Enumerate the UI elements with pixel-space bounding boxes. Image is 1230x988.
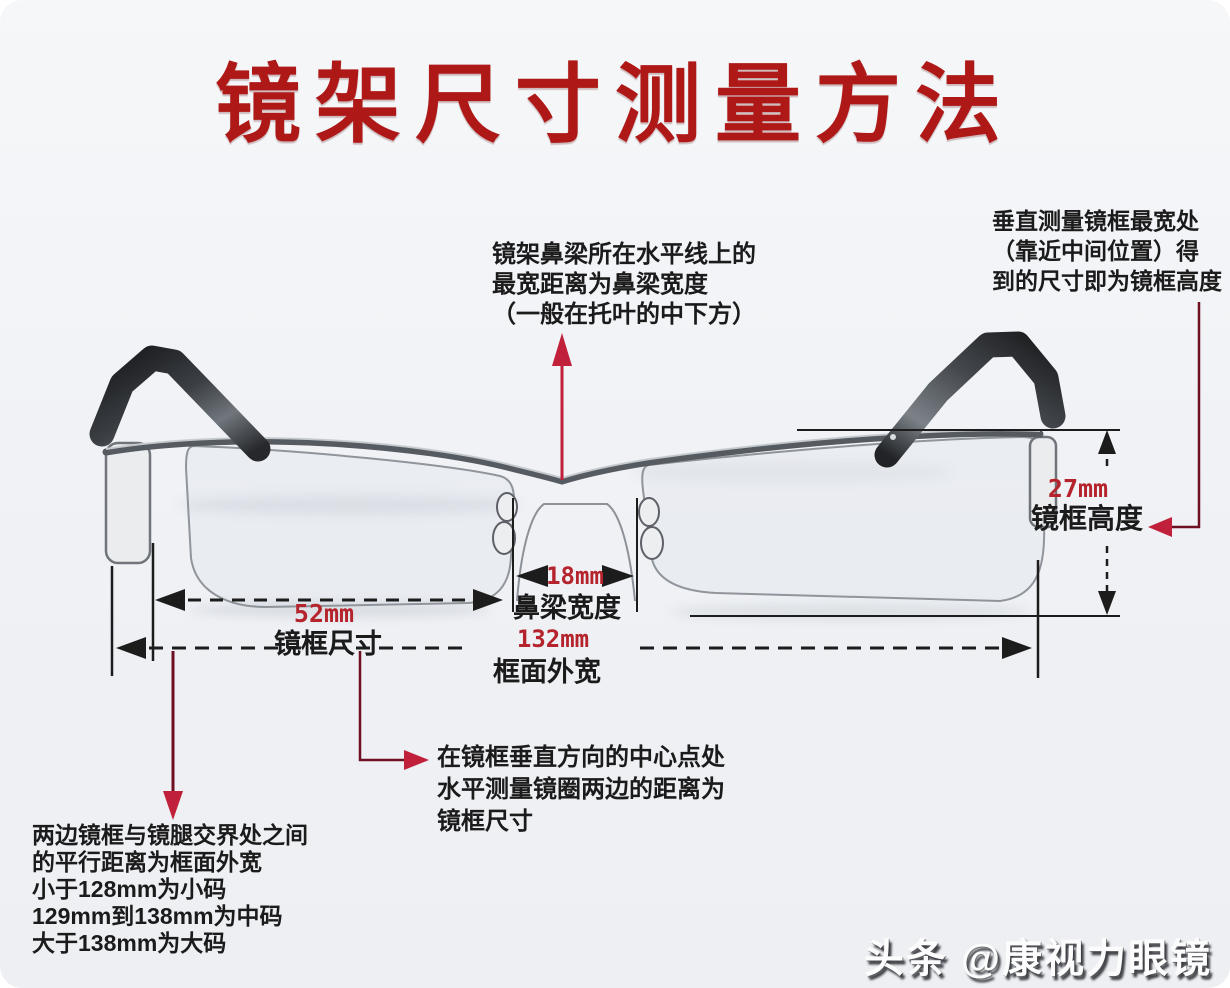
lenses	[184, 435, 1048, 609]
height-arrow-down	[1098, 591, 1116, 615]
bridge-width-label: 鼻梁宽度	[513, 593, 621, 623]
height-callout-line	[1164, 302, 1201, 529]
lens-width-label: 镜框尺寸	[274, 629, 382, 659]
dimension-lines	[110, 429, 1120, 678]
lens-height-label: 镜框高度	[1030, 503, 1144, 534]
temple-arms	[89, 331, 1066, 468]
lens-width-callout-arrow-right	[404, 750, 429, 770]
red-callouts	[163, 302, 1201, 820]
lens-width-callout-line	[358, 651, 406, 762]
lens-width-arrow-right	[473, 589, 503, 611]
nose-bridge-opening	[516, 503, 636, 602]
right-temple	[874, 331, 1066, 468]
watermark: 头条 @康视力眼镜	[863, 937, 1212, 981]
bridge-width-note: 镜架鼻梁所在水平线上的 最宽距离为鼻梁宽度 （一般在托叶的中下方）	[492, 241, 756, 328]
total-width-arrow-left	[116, 637, 146, 659]
lens-width-value: 52mm	[293, 599, 355, 628]
left-end-piece	[104, 441, 152, 565]
frame-height-note: 垂直测量镜框最宽处 （靠近中间位置）得 到的尺寸即为镜框高度	[992, 208, 1222, 294]
lens-width-note: 在镜框垂直方向的中心点处 水平测量镜圈两边的距离为 镜框尺寸	[437, 744, 725, 835]
bridge-width-value: 18mm	[546, 562, 604, 590]
left-lens	[184, 444, 516, 609]
total-width-note: 两边镜框与镜腿交界处之间 的平行距离为框面外宽 小于128mm为小码 129mm…	[32, 822, 308, 956]
height-arrow-up	[1098, 430, 1116, 454]
soft-shadows	[180, 462, 1030, 621]
total-width-value: 132mm	[516, 625, 590, 653]
total-width-arrow-right	[1002, 637, 1032, 659]
total-width-callout-arrow-down	[163, 791, 183, 820]
bridge-arrow-right	[602, 565, 634, 587]
right-end-piece	[1028, 435, 1058, 529]
bridge-callout-arrow-up	[552, 333, 572, 366]
height-callout-arrow-left	[1148, 517, 1172, 537]
total-width-label: 框面外宽	[493, 657, 601, 687]
left-temple	[89, 345, 271, 462]
page-title: 镜架尺寸测量方法	[215, 57, 1015, 153]
lens-height-value: 27mm	[1047, 474, 1109, 503]
right-lens	[641, 435, 1048, 603]
lens-width-arrow-left	[155, 589, 185, 611]
bridge-arrow-left	[516, 565, 548, 587]
